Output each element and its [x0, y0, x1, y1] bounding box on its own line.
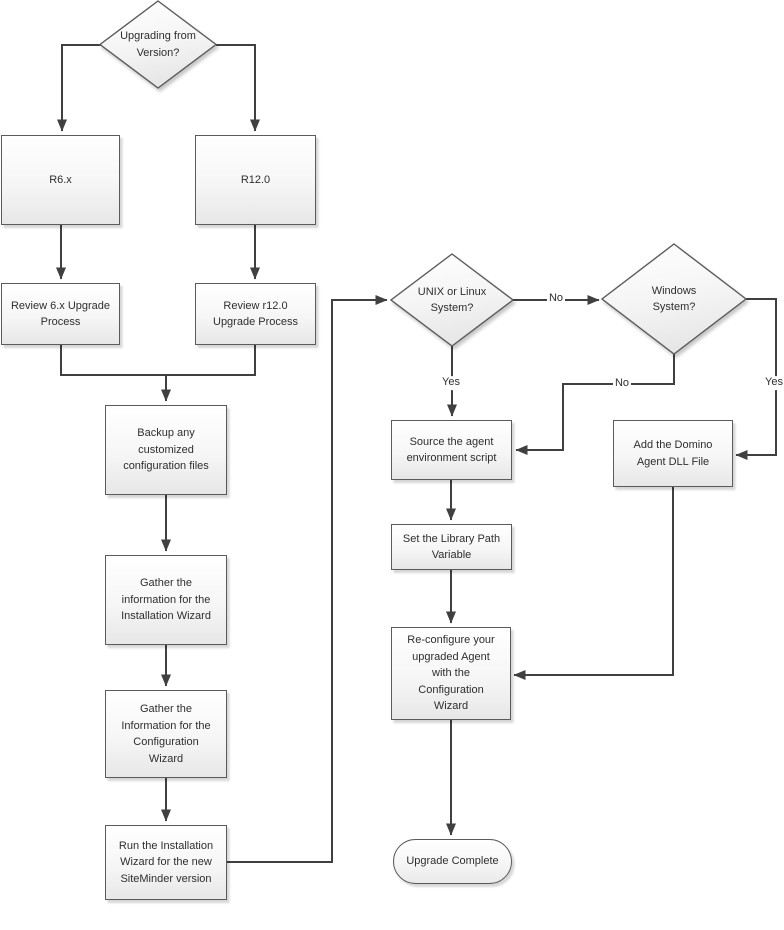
- decision-upgrading-version-shape: [98, 0, 218, 89]
- process-reconfigure-agent: Re-configure your upgraded Agent with th…: [391, 627, 511, 720]
- process-review-6x-upgrade: Review 6.x Upgrade Process: [1, 283, 120, 345]
- process-r12: R12.0: [195, 135, 316, 225]
- edge-version-to-r12: [216, 44, 260, 132]
- terminator-upgrade-complete: Upgrade Complete: [393, 839, 512, 884]
- edge-label-yes-unix: Yes: [440, 376, 462, 390]
- decision-windows-shape: [600, 243, 748, 355]
- edge-label-yes-windows: Yes: [763, 376, 784, 390]
- edge-windows-no-to-source: [515, 354, 675, 455]
- edge-review-merge: [60, 345, 256, 401]
- edge-label-no-unix-to-windows: No: [546, 292, 566, 306]
- process-r6x: R6.x: [1, 135, 120, 225]
- decision-unix-linux-shape: [389, 253, 515, 347]
- decision-windows-label: Windows System?: [651, 284, 697, 314]
- process-run-installation-wizard: Run the Installation Wizard for the new …: [105, 825, 227, 900]
- decision-upgrading-version-label: Upgrading from Version?: [120, 30, 196, 59]
- process-set-library-path: Set the Library Path Variable: [391, 524, 512, 570]
- process-gather-installation-info: Gather the information for the Installat…: [105, 555, 227, 645]
- process-backup-config-files: Backup any customized configuration file…: [105, 405, 227, 495]
- edge-version-to-r6x: [57, 44, 102, 132]
- edge-run-to-unix-decision: [227, 295, 388, 863]
- edge-domino-to-reconfigure: [513, 487, 674, 680]
- process-source-agent-script: Source the agent environment script: [391, 420, 512, 480]
- edge-label-no-windows: No: [612, 377, 632, 391]
- process-add-domino-dll: Add the Domino Agent DLL File: [613, 420, 733, 487]
- process-review-r12-upgrade: Review r12.0 Upgrade Process: [195, 283, 316, 345]
- decision-unix-linux-label: UNIX or Linux System?: [417, 285, 487, 315]
- process-gather-configuration-info: Gather the Information for the Configura…: [105, 690, 227, 778]
